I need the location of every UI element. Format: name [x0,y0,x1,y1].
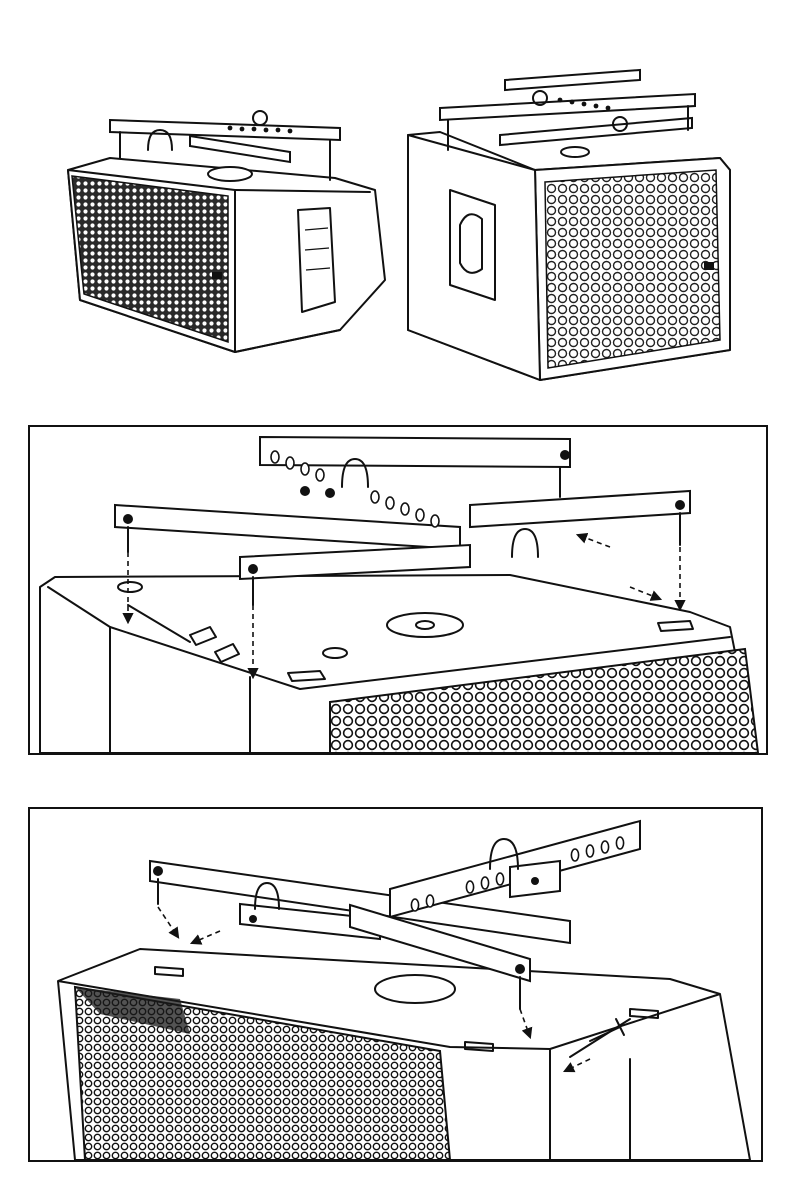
flybar-right [439,68,696,151]
flybar-left [109,118,341,181]
logo-badge-left [212,272,222,279]
cabinet-top [39,574,760,753]
cabinet-top-2 [57,948,751,1160]
arrow-icon [157,906,591,1073]
logo-badge-right [704,262,714,270]
shackle-icon [341,458,539,558]
grille-detail-1 [329,647,760,753]
speaker-left [67,110,386,353]
detail-panel-1 [28,425,768,755]
flybar-detail-2 [149,819,641,1010]
arrow-icon [122,532,686,680]
lock-pin-icon [589,1018,625,1042]
detail-panel-2 [28,807,763,1162]
grille-right [544,169,721,369]
shackle-icon [532,90,628,132]
flybar-detail-1 [114,435,691,606]
overview-drawing [67,68,731,381]
grille-left [71,175,229,344]
detail-drawing-2 [57,819,751,1160]
grille-detail-2 [73,985,452,1160]
detail-drawing-1 [39,435,760,753]
overview-panel [40,40,760,390]
speaker-right [407,68,731,381]
shackle-icon [254,838,519,910]
shackle-icon [147,110,268,151]
